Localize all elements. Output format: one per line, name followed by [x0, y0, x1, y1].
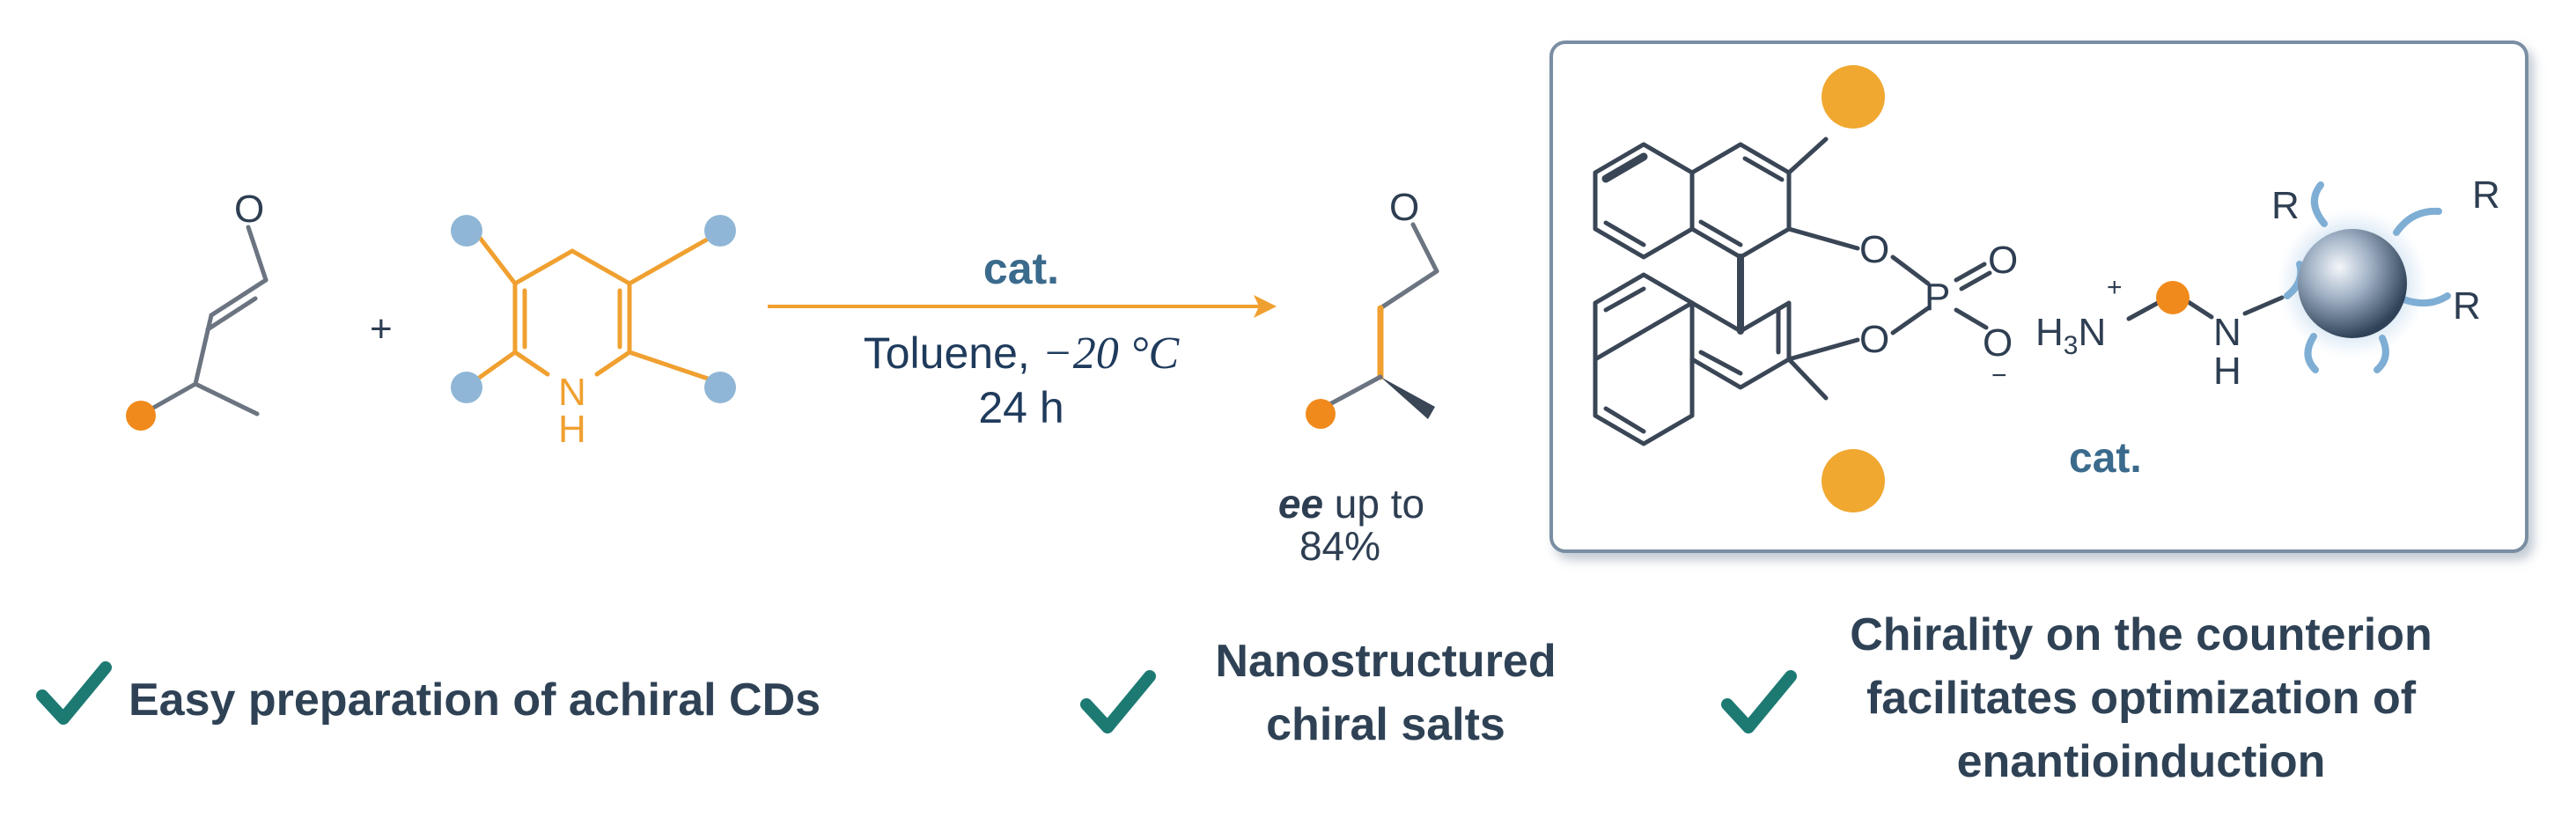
phosphorus-label: P: [1925, 276, 1950, 319]
hantzsch-nitrogen-label: N: [558, 371, 586, 414]
phosphate-oxygen-double: O: [1988, 239, 2018, 282]
ee-value: 84%: [1299, 523, 1380, 569]
hantzsch-ester: [473, 233, 716, 383]
feature-3-line-3: enantioinduction: [1957, 736, 2326, 787]
enal-oxygen-label: O: [234, 188, 264, 231]
arrow-solvent: Toluene,: [864, 328, 1042, 378]
reaction-arrow: [768, 295, 1277, 318]
arrow-temperature: −20 °C: [1042, 328, 1181, 379]
ammonium-n: N: [2078, 311, 2106, 354]
feature-2-line-2: chiral salts: [1266, 699, 1505, 750]
phosphate-oxygen-anionic: O: [1983, 321, 2013, 365]
phosphate-minus-charge: −: [1991, 361, 2007, 390]
catalyst-label: cat.: [2069, 435, 2142, 482]
hantzsch-substituent-top-right: [704, 215, 736, 247]
check-icon: [1080, 670, 1156, 733]
hantzsch-substituent-bottom-right: [704, 372, 736, 403]
binol-substituent-bottom: [1822, 449, 1885, 512]
r-group-right: R: [2453, 284, 2481, 328]
ammonium-h: H: [2035, 311, 2064, 354]
enal-reactant: [140, 225, 269, 416]
r-group-top-left: R: [2271, 184, 2300, 227]
carbon-dot-chains: [2284, 181, 2451, 373]
r-group-top-right: R: [2472, 173, 2500, 217]
feature-2-line-1: Nanostructured: [1215, 636, 1556, 687]
product-oxygen-label: O: [1389, 186, 1419, 229]
ammonium-label: H3N: [2035, 311, 2106, 360]
hantzsch-hydrogen-label: H: [558, 408, 586, 451]
arrow-catalyst-label: cat.: [983, 244, 1059, 293]
ee-label: ee: [1278, 481, 1323, 527]
ee-line: ee up to: [1278, 481, 1424, 527]
phosphate-oxygen-upper: O: [1859, 228, 1889, 271]
ammonium-plus-charge: +: [2107, 273, 2123, 302]
feature-3-line-2: facilitates optimization of: [1866, 673, 2417, 724]
feature-2: Nanostructured chiral salts: [1080, 636, 1557, 750]
feature-3-line-1: Chirality on the counterion: [1850, 609, 2432, 660]
product-orange-substituent: [1306, 399, 1336, 429]
amine-h-label: H: [2213, 350, 2241, 393]
enal-orange-substituent: [126, 401, 156, 431]
check-icon: [1721, 670, 1797, 733]
arrow-time: 24 h: [978, 383, 1064, 432]
hantzsch-substituent-top-left: [451, 215, 482, 247]
ee-text: up to: [1323, 481, 1424, 527]
check-icon: [36, 661, 112, 725]
arrow-conditions-line: Toluene, −20 °C: [864, 328, 1181, 379]
feature-3: Chirality on the counterion facilitates …: [1721, 609, 2432, 787]
ammonium-subscript: 3: [2064, 331, 2079, 360]
feature-1-line-1: Easy preparation of achiral CDs: [129, 675, 821, 726]
plus-sign: +: [370, 307, 393, 350]
binol-phosphate: [1593, 136, 1992, 446]
binol-substituent-top: [1822, 65, 1885, 129]
phosphate-oxygen-lower: O: [1859, 318, 1889, 361]
product-aldehyde: [1322, 222, 1439, 419]
feature-1: Easy preparation of achiral CDs: [36, 661, 821, 726]
carbon-dot-sphere: [2298, 229, 2407, 338]
amine-n-label: N: [2213, 311, 2241, 354]
hantzsch-substituent-bottom-left: [451, 372, 482, 403]
linker-orange-unit: [2156, 281, 2190, 314]
